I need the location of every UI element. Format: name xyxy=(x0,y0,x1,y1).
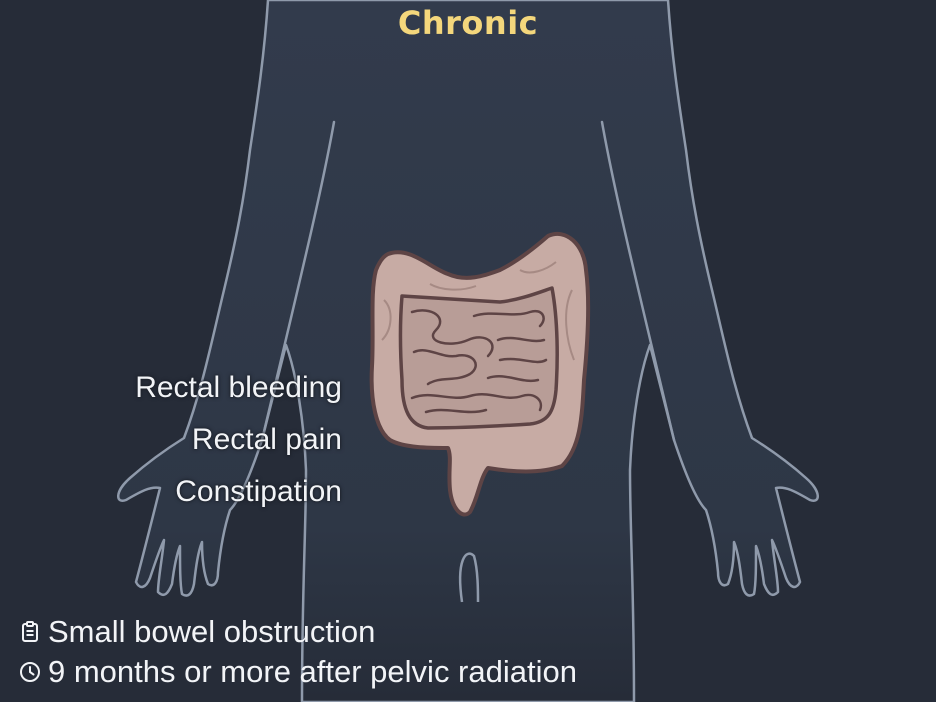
intestine-loops xyxy=(410,309,548,414)
symptom-item: Constipation xyxy=(175,475,342,508)
note-row: Small bowel obstruction xyxy=(18,612,577,652)
clipboard-icon xyxy=(22,621,38,642)
clock-icon xyxy=(20,662,40,682)
colon-folds xyxy=(381,261,575,361)
left-arm-line xyxy=(260,120,336,442)
left-leg-line xyxy=(458,552,480,603)
right-arm-line xyxy=(600,120,676,442)
note-row: 9 months or more after pelvic radiation xyxy=(18,652,577,692)
symptom-list: Rectal bleeding Rectal pain Constipation xyxy=(135,362,342,518)
notes-list: Small bowel obstruction 9 months or more… xyxy=(18,612,577,692)
symptom-item: Rectal pain xyxy=(191,423,342,456)
note-text: 9 months or more after pelvic radiation xyxy=(48,654,577,689)
symptom-item: Rectal bleeding xyxy=(135,371,342,404)
small-intestine xyxy=(398,286,559,430)
page-title: Chronic xyxy=(397,4,539,42)
note-text: Small bowel obstruction xyxy=(48,614,376,649)
